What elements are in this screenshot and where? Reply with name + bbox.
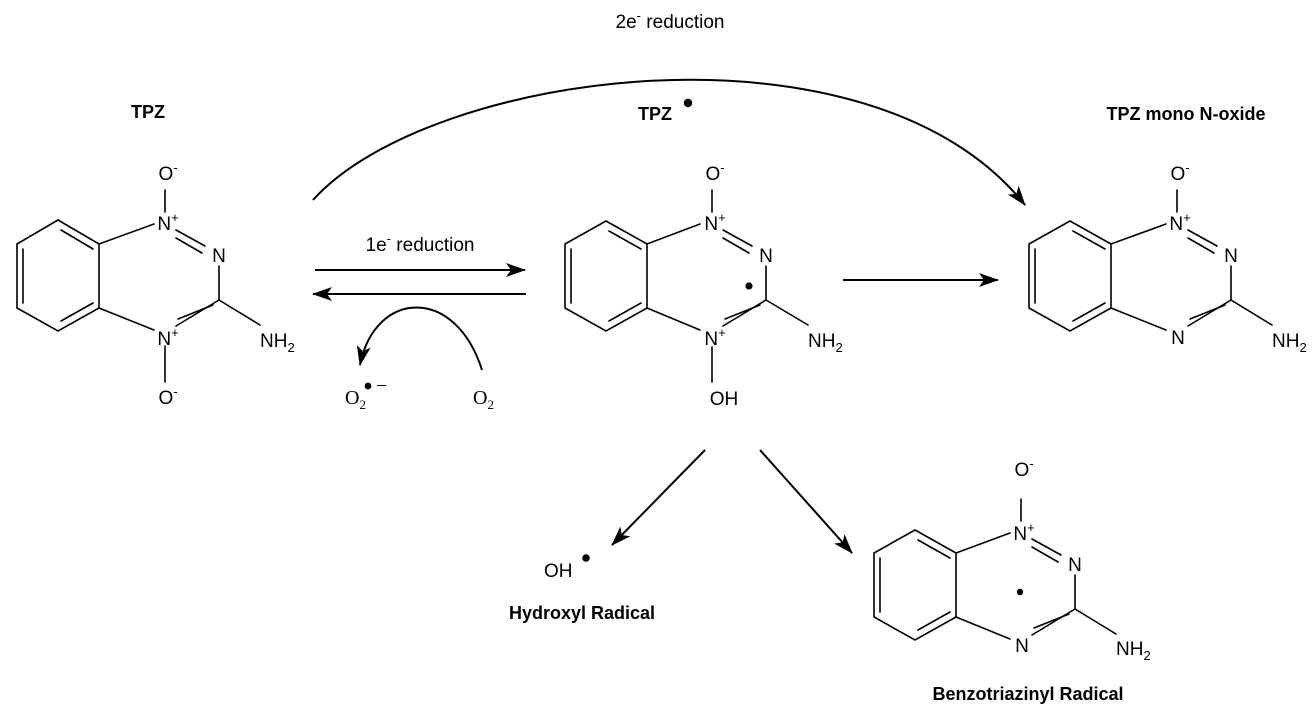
tpz-n1: N — [157, 214, 171, 235]
hydroxyl-radical-formula: OH — [544, 561, 573, 582]
svg-text:O-: O- — [705, 160, 724, 185]
svg-text:O-: O- — [158, 384, 177, 409]
tpz-radical-amine: NH — [808, 331, 835, 352]
benzotriazinyl-dot-icon — [1016, 588, 1024, 596]
svg-text:NH2: NH2 — [808, 331, 843, 355]
tpz-radical-dot-icon — [745, 282, 753, 290]
svg-text:N+: N+ — [157, 325, 178, 350]
benzotriazinyl-n1: N — [1013, 524, 1027, 545]
svg-text:O-: O- — [158, 160, 177, 185]
benzotriazinyl-structure: O- N+ N N NH2 Benzotriazinyl Radical — [873, 456, 1151, 704]
tpz-radical-hydroxyl: OH — [710, 389, 739, 410]
svg-text:NH2: NH2 — [260, 331, 295, 355]
mono-n-oxide-o-top: O — [1170, 164, 1185, 185]
hydroxyl-radical-title: Hydroxyl Radical — [509, 603, 655, 623]
superoxide-label: O — [345, 387, 359, 409]
tpz-n4: N — [157, 329, 171, 350]
hydroxyl-radical-dot-icon — [582, 554, 590, 562]
radical-dot-icon — [683, 98, 693, 108]
benzotriazinyl-o-top: O — [1014, 460, 1029, 481]
benzotriazinyl-bonds — [873, 498, 1117, 641]
svg-text:O2: O2 — [473, 387, 494, 412]
mono-n-oxide-amine: NH — [1272, 331, 1299, 352]
hydroxyl-radical: OH Hydroxyl Radical — [509, 554, 655, 623]
tpz-radical-title: TPZ — [638, 104, 672, 124]
mono-n-oxide-n4: N — [1171, 328, 1185, 349]
tpz-radical-structure: TPZ O- N+ N N+ OH NH2 — [564, 98, 843, 410]
tpz-o-top: O — [158, 164, 173, 185]
two-electron-arrow — [312, 78, 1026, 206]
oxygen-cycle-arrow — [356, 306, 483, 371]
svg-text:O-: O- — [1014, 456, 1033, 481]
tpz-structure: TPZ O- N+ N N+ O- NH2 — [16, 102, 295, 409]
benzotriazinyl-n4: N — [1015, 636, 1029, 657]
one-electron-label: 1e- reduction — [366, 231, 475, 256]
svg-text:N+: N+ — [704, 210, 725, 235]
two-electron-label: 2e- reduction — [616, 8, 725, 33]
tpz-radical-n2: N — [759, 246, 773, 267]
benzotriazinyl-amine: NH — [1116, 639, 1143, 660]
mono-n-oxide-n1: N — [1169, 214, 1183, 235]
tpz-title: TPZ — [131, 102, 165, 122]
tpz-o-bottom: O — [158, 388, 173, 409]
mono-n-oxide-structure: TPZ mono N-oxide O- N+ N N NH2 — [1028, 104, 1307, 355]
svg-text:O2−: O2− — [345, 375, 387, 412]
svg-text:N+: N+ — [157, 210, 178, 235]
svg-text:N+: N+ — [704, 325, 725, 350]
oxygen-species: O2− O2 — [345, 375, 494, 412]
mono-n-oxide-title: TPZ mono N-oxide — [1107, 104, 1266, 124]
svg-text:N+: N+ — [1169, 210, 1190, 235]
benzotriazinyl-title: Benzotriazinyl Radical — [932, 684, 1123, 704]
benzotriazinyl-n2: N — [1068, 555, 1082, 576]
tpz-radical-bonds — [564, 189, 809, 383]
dioxygen-label: O — [473, 387, 487, 409]
tpz-bonds — [16, 189, 261, 383]
svg-text:NH2: NH2 — [1116, 639, 1151, 663]
tpz-radical-n1: N — [704, 214, 718, 235]
mono-n-oxide-n2: N — [1224, 246, 1238, 267]
to-hydroxyl-arrow — [611, 449, 706, 546]
svg-text:O-: O- — [1170, 160, 1189, 185]
tpz-n2: N — [212, 246, 226, 267]
to-benzotriazinyl-arrow — [759, 449, 853, 554]
tpz-amine: NH — [260, 331, 287, 352]
mono-n-oxide-bonds — [1028, 189, 1273, 332]
tpz-radical-n4: N — [704, 329, 718, 350]
svg-text:NH2: NH2 — [1272, 331, 1307, 355]
superoxide-dot-icon — [364, 382, 372, 390]
svg-text:N+: N+ — [1013, 520, 1034, 545]
tpz-radical-o-top: O — [705, 164, 720, 185]
arrows: 2e- reduction 1e- reduction — [312, 8, 1026, 554]
